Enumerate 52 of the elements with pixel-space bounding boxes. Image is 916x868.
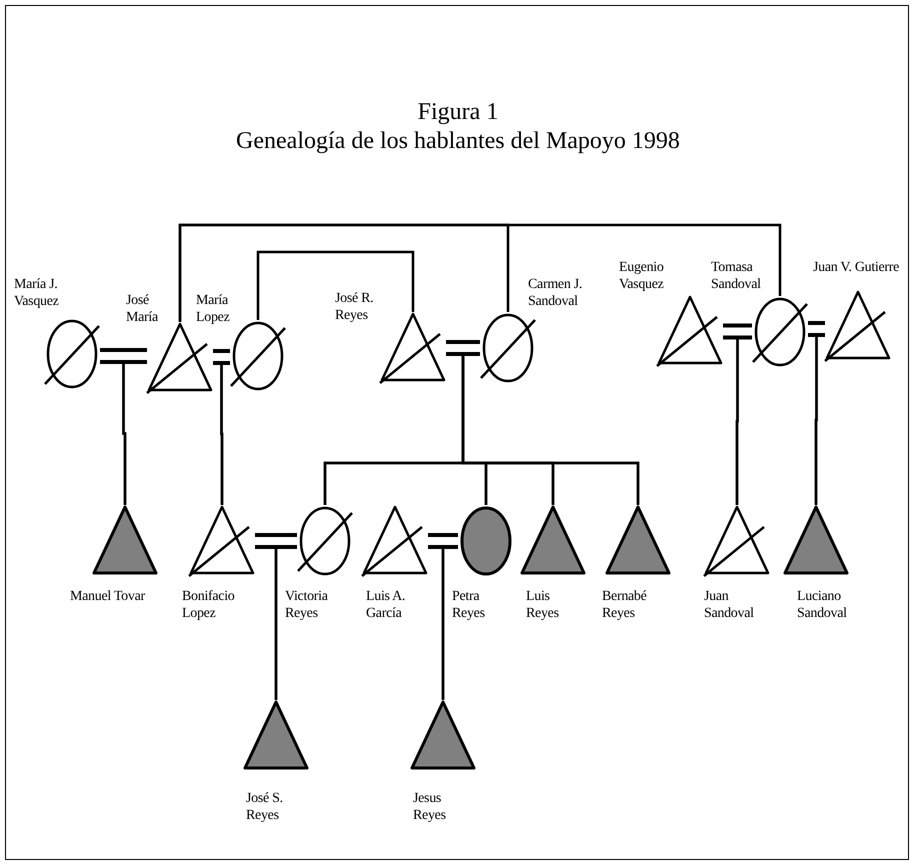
descent-line: [814, 334, 825, 505]
figure-caption: Genealogía de los hablantes del Mapoyo 1998: [236, 128, 680, 154]
person-name: José María: [126, 292, 159, 326]
person-name: José R. Reyes: [335, 290, 374, 324]
person-name: Manuel Tovar: [70, 588, 146, 605]
circle-symbol: [44, 318, 100, 390]
triangle-symbol: [147, 322, 213, 394]
triangle-symbol: [783, 505, 849, 577]
person-name: Bernabé Reyes: [602, 588, 648, 622]
person-name: José S. Reyes: [246, 790, 284, 824]
triangle-symbol: [605, 505, 671, 577]
person-name: Victoria Reyes: [285, 588, 329, 622]
triangle-symbol: [825, 290, 891, 362]
circle-symbol: [297, 505, 353, 577]
person-name: Petra Reyes: [452, 588, 486, 622]
triangle-symbol: [704, 505, 770, 577]
marriage-sign: [428, 533, 458, 549]
marriage-sign: [446, 340, 480, 356]
descent-line: [736, 336, 752, 505]
person-name: Jesus Reyes: [413, 790, 447, 824]
circle-symbol: [230, 320, 286, 392]
marriage-sign: [808, 321, 825, 337]
triangle-symbol: [92, 505, 158, 577]
triangle-symbol: [189, 505, 255, 577]
marriage-sign: [255, 533, 297, 549]
triangle-symbol: [520, 505, 586, 577]
marriage-sign: [213, 349, 230, 365]
descent-line: [442, 546, 458, 700]
sibling-line: [256, 250, 414, 320]
person-name: Luis Reyes: [526, 588, 560, 622]
marriage-sign: [723, 324, 752, 340]
triangle-symbol: [657, 295, 723, 367]
figure-title: Figura 1: [418, 99, 498, 125]
marriage-sign: [100, 348, 147, 364]
person-name: Juan V. Gutierre: [813, 259, 900, 276]
person-name: María J. Vasquez: [14, 276, 60, 310]
circle-symbol: [458, 505, 514, 577]
circle-symbol: [480, 312, 536, 384]
person-name: Tomasa Sandoval: [711, 259, 762, 293]
person-name: Luis A. García: [366, 588, 406, 622]
person-name: Juan Sandoval: [704, 588, 755, 622]
person-name: María Lopez: [196, 292, 230, 326]
person-name: Eugenio Vasquez: [619, 259, 665, 293]
person-name: Luciano Sandoval: [797, 588, 848, 622]
person-name: Carmen J. Sandoval: [528, 276, 584, 310]
circle-symbol: [752, 296, 808, 368]
triangle-symbol: [362, 505, 428, 577]
triangle-symbol: [243, 700, 309, 772]
sibling-line: [178, 224, 782, 322]
person-name: Bonifacio Lopez: [182, 588, 236, 622]
triangle-symbol: [410, 700, 476, 772]
triangle-symbol: [380, 312, 446, 384]
